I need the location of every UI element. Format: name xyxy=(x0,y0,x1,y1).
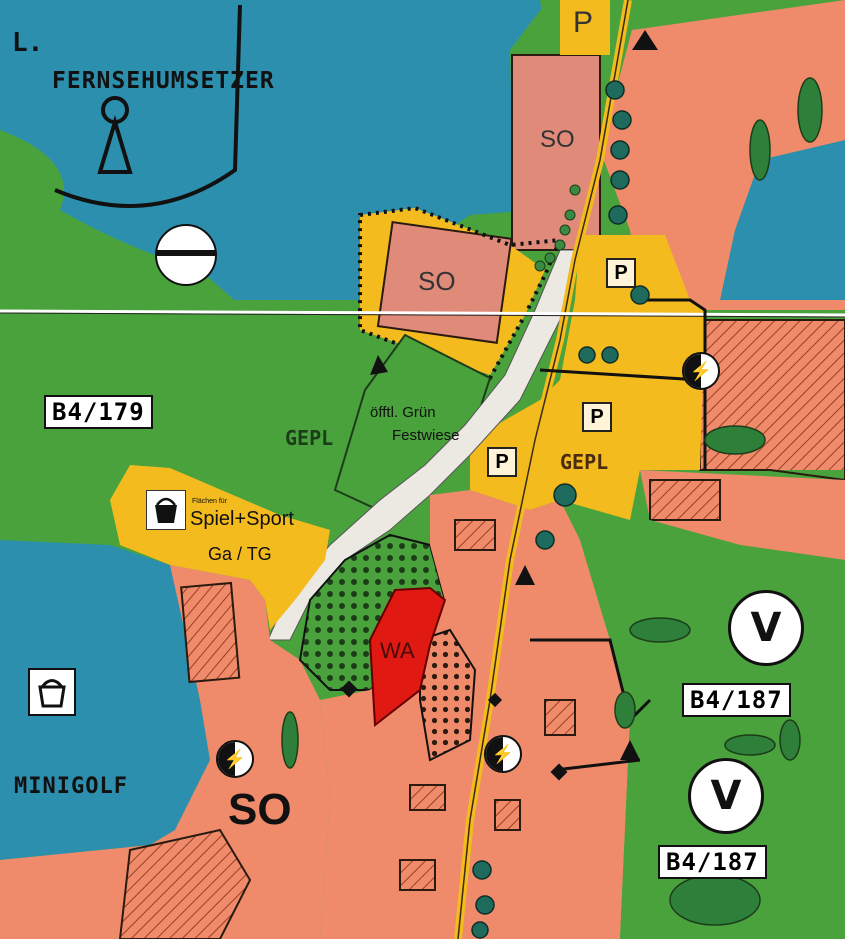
parking-box-3: P xyxy=(487,447,517,477)
bucket-icon-minigolf xyxy=(28,668,76,716)
salmon-zone-center xyxy=(320,490,630,939)
label-corner-l: L. xyxy=(12,28,44,58)
wa-zone xyxy=(368,586,447,727)
label-so-bottom: SO xyxy=(228,785,292,834)
parking-box-1: P xyxy=(606,258,636,288)
triangle-markers xyxy=(370,30,658,760)
square-markers xyxy=(340,680,568,781)
parking-top: P xyxy=(573,6,594,39)
label-flaechen-fuer: Flächen für xyxy=(192,498,228,505)
label-oeffentl-gruen: öfftl. Grün xyxy=(370,404,436,421)
green-strip-left xyxy=(0,130,240,305)
transmitter-icon xyxy=(97,96,133,174)
v-symbol-2: V xyxy=(688,758,764,834)
label-minigolf: MINIGOLF xyxy=(14,774,128,799)
label-fernsehumsetzer: FERNSEHUMSETZER xyxy=(52,68,275,94)
label-gepl-right: GEPL xyxy=(560,450,609,474)
power-station-icon-2: ⚡ xyxy=(216,740,254,778)
parking-zone-top xyxy=(560,0,610,55)
label-festwiese: Festwiese xyxy=(392,427,460,444)
label-ga-tg: Ga / TG xyxy=(208,544,272,564)
v-symbol-1: V xyxy=(728,590,804,666)
salmon-zone-bottom-left xyxy=(0,565,330,939)
blue-zone-minigolf xyxy=(0,540,210,860)
label-so-top: SO xyxy=(540,126,575,153)
ref-b4-187-a: B4/187 xyxy=(682,683,791,717)
tree-row-right xyxy=(471,80,650,939)
label-gepl-left: GEPL xyxy=(285,426,334,450)
yellow-zone-gepl-right xyxy=(560,235,705,520)
label-wa: WA xyxy=(380,638,415,663)
yellow-zone-parking-mid xyxy=(470,380,560,510)
parking-box-2: P xyxy=(582,402,612,432)
salmon-zone-top-right xyxy=(600,0,845,310)
tree-row-top xyxy=(534,184,581,272)
bucket-icon xyxy=(146,490,186,530)
power-station-icon-3: ⚡ xyxy=(484,735,522,773)
label-so-mid: SO xyxy=(418,266,456,296)
hatched-block-left xyxy=(180,581,241,684)
blue-zone-top-right xyxy=(720,140,845,300)
dotted-salmon-area xyxy=(419,628,477,762)
power-station-icon-1: ⚡ xyxy=(682,352,720,390)
label-spiel-sport: Spiel+Sport xyxy=(190,508,294,530)
road xyxy=(267,249,576,641)
ref-b4-187-b: B4/187 xyxy=(658,845,767,879)
ref-b4-179: B4/179 xyxy=(44,395,153,429)
